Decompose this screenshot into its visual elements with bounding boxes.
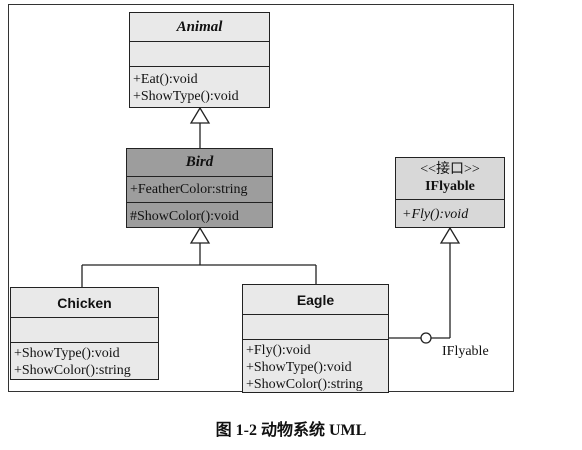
eagle-attributes xyxy=(243,315,388,340)
animal-inheritance-arrow xyxy=(189,106,211,124)
chicken-attributes xyxy=(11,318,158,343)
figure-caption: 图 1-2 动物系统 UML xyxy=(215,422,367,439)
bird-inheritance-arrow xyxy=(189,226,211,244)
eagle-class: Eagle +Fly():void +ShowType():void +Show… xyxy=(242,284,389,393)
eagle-method-showtype: +ShowType():void xyxy=(246,360,352,375)
animal-methods: +Eat():void +ShowType():void xyxy=(130,67,269,105)
animal-method-eat: +Eat():void xyxy=(133,72,198,87)
bird-method-showcolor: #ShowColor():void xyxy=(130,208,239,224)
animal-attributes xyxy=(130,42,269,67)
chicken-class-name: Chicken xyxy=(57,294,112,311)
iflyable-method-fly: +Fly():void xyxy=(402,206,469,222)
chicken-method-showtype: +ShowType():void xyxy=(14,346,120,361)
iflyable-name: IFlyable xyxy=(425,178,475,194)
bird-class-name: Bird xyxy=(185,154,214,170)
chicken-methods: +ShowType():void +ShowColor():string xyxy=(11,343,158,379)
iflyable-realization-arrow xyxy=(439,226,461,244)
bird-class: Bird +FeatherColor:string #ShowColor():v… xyxy=(126,148,273,228)
eagle-method-showcolor: +ShowColor():string xyxy=(246,377,363,392)
interface-label: IFlyable xyxy=(442,344,489,359)
animal-class-header: Animal xyxy=(130,13,269,42)
eagle-methods: +Fly():void +ShowType():void +ShowColor(… xyxy=(243,340,388,393)
iflyable-stereotype: <<接口>> xyxy=(420,161,480,177)
animal-class-name: Animal xyxy=(176,18,223,35)
eagle-class-name: Eagle xyxy=(296,291,335,308)
chicken-method-showcolor: +ShowColor():string xyxy=(14,363,131,378)
eagle-method-fly: +Fly():void xyxy=(246,343,311,358)
iflyable-methods: +Fly():void xyxy=(396,200,504,228)
animal-class: Animal +Eat():void +ShowType():void xyxy=(129,12,270,108)
bird-class-header: Bird xyxy=(127,149,272,177)
chicken-class: Chicken +ShowType():void +ShowColor():st… xyxy=(10,287,159,380)
iflyable-interface: <<接口>> IFlyable +Fly():void xyxy=(395,157,505,228)
eagle-class-header: Eagle xyxy=(243,285,388,315)
iflyable-header: <<接口>> IFlyable xyxy=(396,158,504,200)
animal-method-showtype: +ShowType():void xyxy=(133,89,239,104)
bird-methods: #ShowColor():void xyxy=(127,203,272,229)
bird-attributes: +FeatherColor:string xyxy=(127,177,272,203)
chicken-class-header: Chicken xyxy=(11,288,158,318)
bird-attribute-feathercolor: +FeatherColor:string xyxy=(130,182,248,197)
interface-lollipop xyxy=(420,332,432,344)
